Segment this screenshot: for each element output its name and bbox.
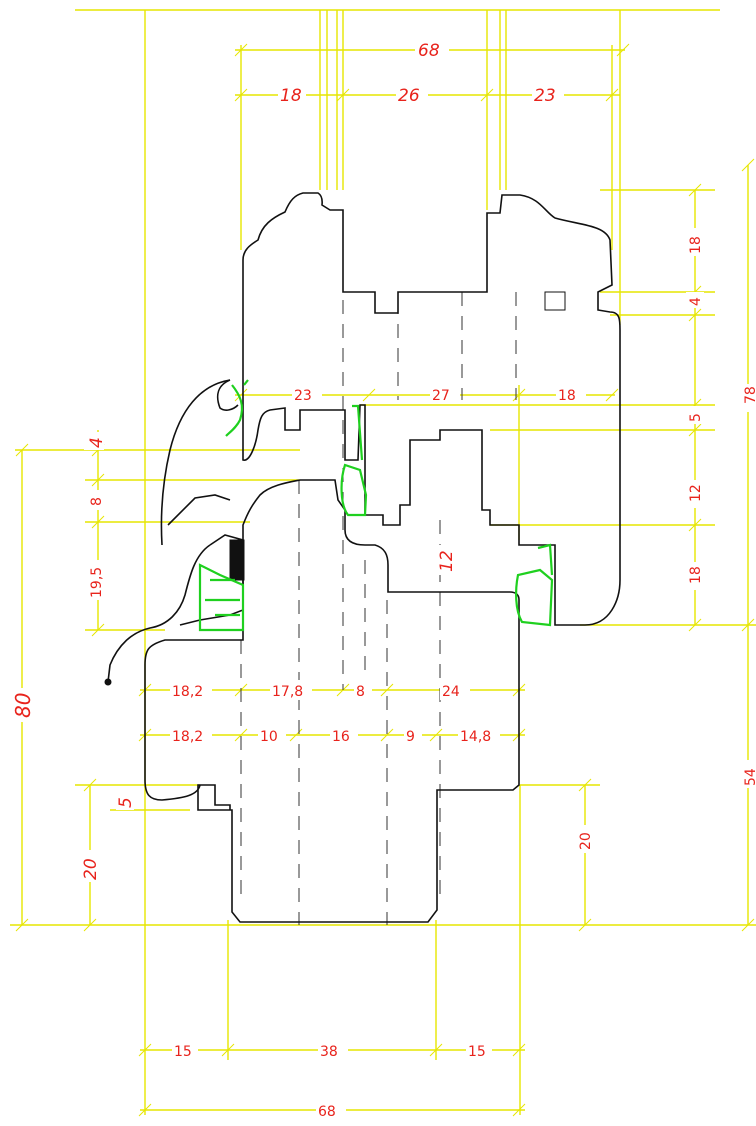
dim-right-5: 5	[688, 413, 704, 422]
gaskets	[198, 379, 554, 632]
dim-row1-a: 18,2	[172, 684, 203, 700]
dim-mid-18: 18	[558, 388, 576, 404]
dim-mid-27: 27	[432, 388, 450, 404]
dim-row2-c: 16	[332, 729, 350, 745]
dim-top-total: 68	[418, 41, 440, 61]
dim-row1-b: 17,8	[272, 684, 303, 700]
dim-bottom-a: 15	[174, 1044, 192, 1060]
dim-right-78: 78	[743, 386, 756, 404]
dim-row2-d: 9	[406, 729, 415, 745]
dim-row1-c: 8	[356, 684, 365, 700]
dim-bottom-b: 38	[320, 1044, 338, 1060]
dim-row2-b: 10	[260, 729, 278, 745]
dim-right-20: 20	[578, 832, 594, 850]
dim-row2-a: 18,2	[172, 729, 203, 745]
dim-right-12: 12	[688, 484, 704, 502]
dim-left-80: 80	[11, 693, 35, 718]
dim-top-b: 26	[398, 86, 420, 106]
dim-right-18b: 18	[688, 566, 704, 584]
frame-profile	[144, 479, 520, 923]
dim-inner-12: 12	[437, 550, 457, 572]
dimension-labels: 68 18 26 23 18 4 78 5 12 18 54 20 23 27 …	[11, 38, 756, 1120]
dimension-lines	[10, 9, 756, 1117]
dim-right-18a: 18	[688, 236, 704, 254]
dim-row2-e: 14,8	[460, 729, 491, 745]
dim-left-19-5: 19,5	[89, 567, 105, 598]
dim-left-4: 4	[87, 437, 107, 448]
dim-left-5: 5	[116, 797, 136, 808]
dim-bottom-total: 68	[318, 1104, 336, 1120]
dim-bottom-c: 15	[468, 1044, 486, 1060]
dim-left-20: 20	[81, 858, 101, 880]
dim-top-a: 18	[280, 86, 302, 106]
sash-profile	[242, 192, 621, 626]
dim-row1-d: 24	[442, 684, 460, 700]
dim-top-c: 23	[534, 86, 556, 106]
axis-lines	[240, 292, 517, 925]
dim-left-8: 8	[89, 497, 105, 506]
dim-right-54: 54	[743, 768, 756, 786]
dim-right-4: 4	[688, 297, 704, 306]
dim-mid-23: 23	[294, 388, 312, 404]
